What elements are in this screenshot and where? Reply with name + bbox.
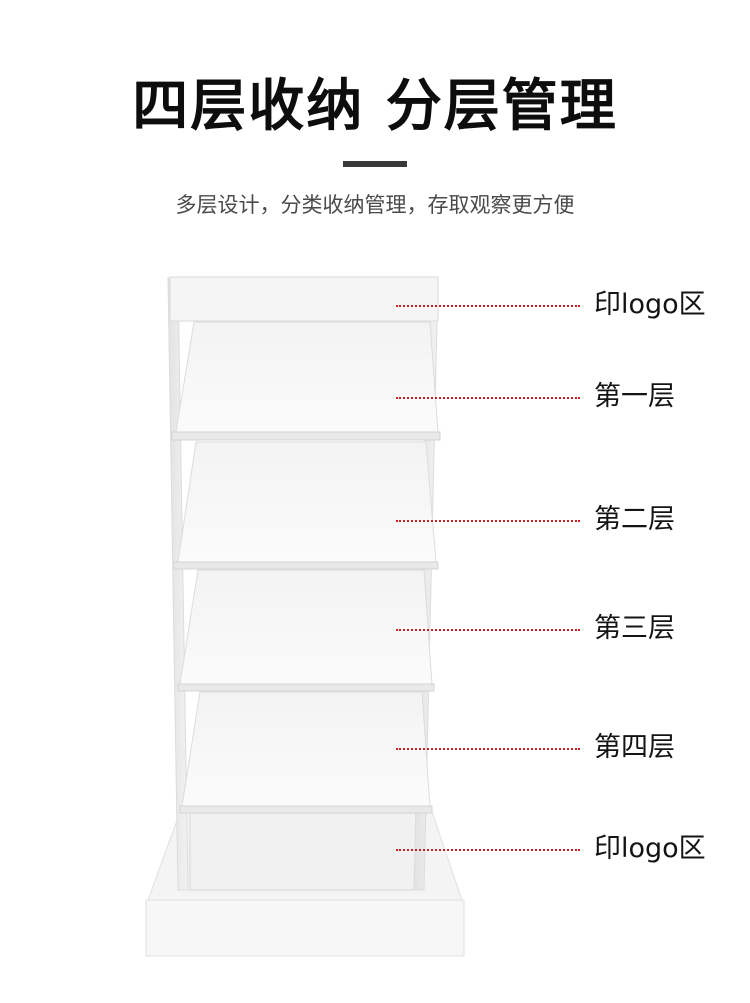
callout-line (396, 305, 580, 307)
callout-line (396, 748, 580, 750)
shelf-2 (173, 441, 439, 570)
callout-label: 印logo区 (594, 289, 706, 320)
shelf-4 (179, 691, 433, 814)
callout-label: 第一层 (594, 381, 675, 412)
page-title: 四层收纳 分层管理 (132, 74, 618, 139)
callout-label: 第四层 (594, 732, 675, 763)
rack-base (145, 811, 465, 957)
shelf-3 (177, 569, 435, 692)
callout-line (396, 629, 580, 631)
page-subtitle: 多层设计，分类收纳管理，存取观察更方便 (175, 193, 575, 217)
callout-label: 第二层 (594, 504, 675, 535)
callout-line (396, 520, 580, 522)
callout-label: 印logo区 (594, 833, 706, 864)
callout-line (396, 849, 580, 851)
top-logo-panel (169, 276, 439, 322)
shelf-1 (171, 321, 441, 441)
title-divider (343, 161, 407, 167)
callout-line (396, 397, 580, 399)
callout-label: 第三层 (594, 613, 675, 644)
